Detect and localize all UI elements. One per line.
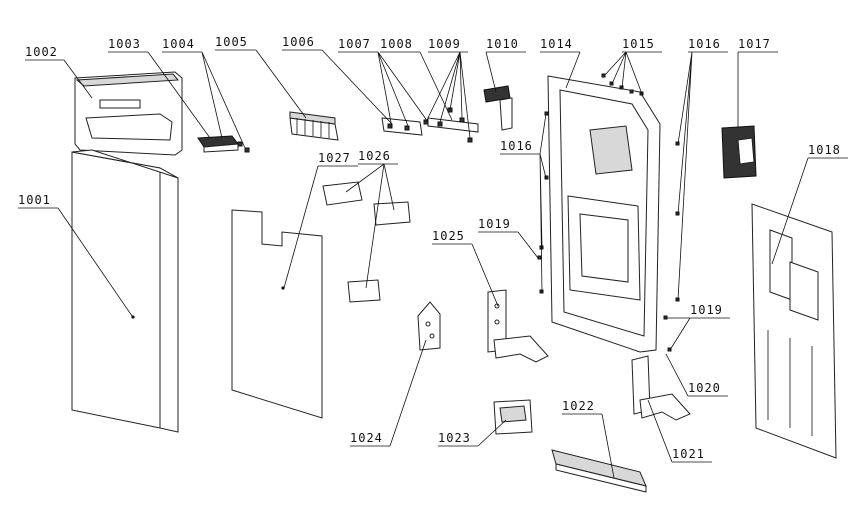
part-1027-inner-liner — [231, 209, 323, 419]
label-1023: 1023 — [438, 431, 471, 445]
part-1016-screws — [539, 111, 680, 302]
label-1016-top: 1016 — [688, 37, 721, 51]
part-1023-lock — [493, 399, 533, 435]
part-1002-control-panel — [74, 71, 183, 156]
part-1003-handle — [197, 135, 239, 153]
label-1002: 1002 — [25, 45, 58, 59]
label-1017: 1017 — [738, 37, 771, 51]
part-1018-rear-sheet — [751, 203, 837, 459]
label-1022: 1022 — [562, 399, 595, 413]
label-1016-left: 1016 — [500, 139, 533, 153]
label-1025: 1025 — [432, 229, 465, 243]
part-1025-hinge — [487, 289, 549, 363]
label-1015: 1015 — [622, 37, 655, 51]
label-1021: 1021 — [672, 447, 705, 461]
label-1026: 1026 — [358, 149, 391, 163]
label-1019-right: 1019 — [690, 303, 723, 317]
part-1005-bracket — [289, 111, 339, 141]
part-1022-bottom-rail — [551, 449, 647, 493]
part-1017-dispenser — [721, 125, 757, 179]
label-1020: 1020 — [688, 381, 721, 395]
label-1014: 1014 — [540, 37, 573, 51]
label-1008: 1008 — [380, 37, 413, 51]
label-1001: 1001 — [18, 193, 51, 207]
part-1021-hinge — [631, 355, 691, 421]
part-1006-clip — [381, 117, 423, 136]
label-1024: 1024 — [350, 431, 383, 445]
part-1014-inner-door-frame — [547, 75, 661, 353]
part-1008-plate — [427, 117, 479, 133]
part-1026-insulation-blocks — [322, 181, 411, 303]
label-1005: 1005 — [215, 35, 248, 49]
label-1003: 1003 — [108, 37, 141, 51]
label-1009: 1009 — [428, 37, 461, 51]
label-1007: 1007 — [338, 37, 371, 51]
label-1018: 1018 — [808, 143, 841, 157]
label-1019-left: 1019 — [478, 217, 511, 231]
part-1004-screws — [237, 141, 250, 153]
label-1006: 1006 — [282, 35, 315, 49]
leader-lines — [18, 49, 848, 479]
callout-labels: 1002 1003 1004 1005 1006 1007 1008 1009 … — [18, 35, 841, 461]
part-1001-outer-door — [71, 149, 179, 433]
label-1010: 1010 — [486, 37, 519, 51]
label-1004: 1004 — [162, 37, 195, 51]
part-1010-latch — [483, 85, 513, 131]
part-1024-hinge-plate — [417, 301, 441, 351]
label-1027: 1027 — [318, 151, 351, 165]
